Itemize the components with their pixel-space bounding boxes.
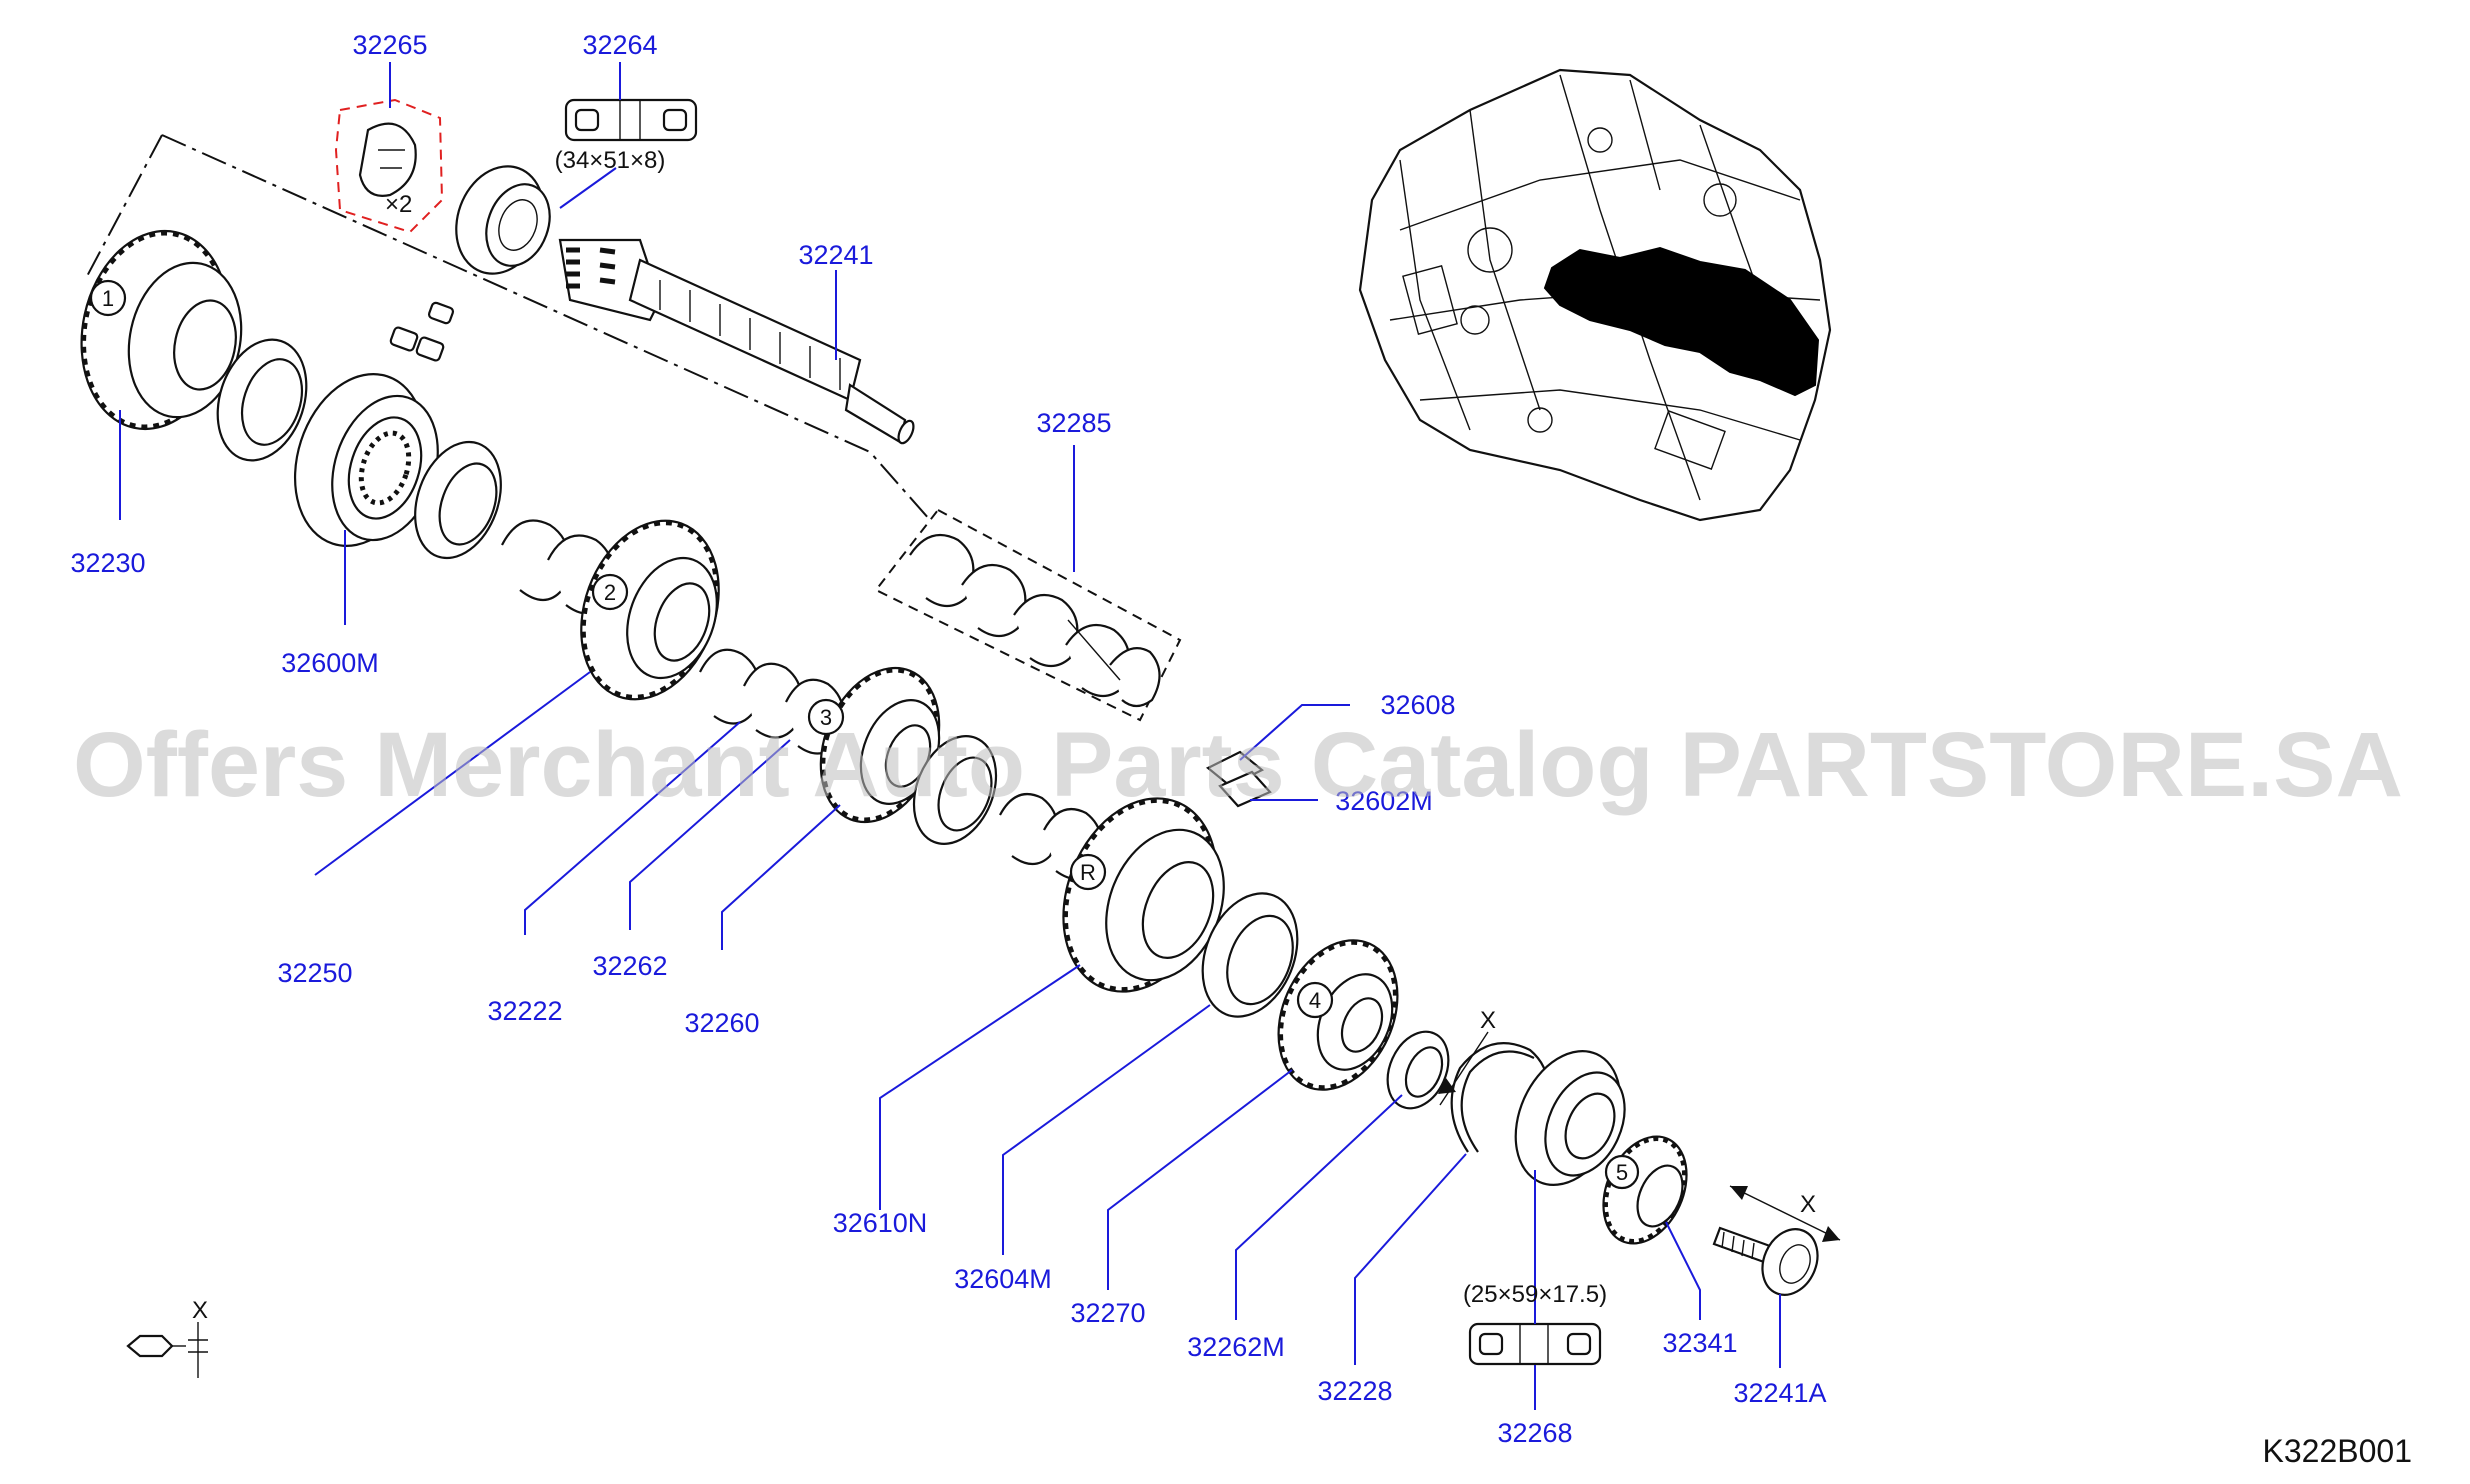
label-32260: 32260	[684, 1008, 759, 1038]
label-32600M: 32600M	[281, 648, 379, 678]
svg-text:3: 3	[820, 705, 832, 730]
legend-x-mark: X	[192, 1297, 208, 1324]
svg-text:5: 5	[1616, 1160, 1628, 1185]
label-32341: 32341	[1662, 1328, 1737, 1358]
baulk-ring-3	[912, 735, 998, 845]
transmission-housing-illustration	[1358, 68, 1832, 522]
shaft-centerline-left	[84, 134, 163, 281]
label-32604M: 32604M	[954, 1264, 1052, 1294]
needle-bearing-r	[999, 793, 1103, 881]
svg-text:4: 4	[1309, 988, 1321, 1013]
label-32222: 32222	[487, 996, 562, 1026]
watermark: Offers Merchant Auto Parts Catalog PARTS…	[73, 714, 2403, 816]
part-32262M-spacer: X	[1386, 1007, 1496, 1110]
label-32610N: 32610N	[833, 1208, 928, 1238]
label-32241A: 32241A	[1733, 1378, 1826, 1408]
part-32285-bearing-kit	[874, 508, 1182, 722]
synchro-ring-1	[216, 338, 308, 462]
label-32228: 32228	[1317, 1376, 1392, 1406]
needle-bearing-3	[699, 648, 845, 755]
label-32230: 32230	[70, 548, 145, 578]
label-32241: 32241	[798, 240, 873, 270]
part-32341-gear: 5	[1602, 1135, 1688, 1245]
label-32608: 32608	[1380, 690, 1455, 720]
part-32265-clip: ×2	[334, 98, 444, 234]
label-32262: 32262	[592, 951, 667, 981]
label-32264: 32264	[582, 30, 657, 60]
label-32265: 32265	[352, 30, 427, 60]
part-labels: 32265 32264 (34×51×8) 32241 32230 32600M…	[70, 30, 1826, 1448]
part-32241-mainshaft	[558, 238, 915, 445]
shaft-centerline	[161, 134, 931, 521]
part-32610N-reverse-gear: R	[1062, 797, 1225, 993]
diagram-code: K322B001	[2263, 1433, 2412, 1469]
baulk-ring-2	[414, 440, 502, 560]
label-32262M: 32262M	[1187, 1332, 1285, 1362]
legend-symbol: X	[126, 1297, 208, 1378]
part-32268-bearing	[1468, 1050, 1626, 1366]
part-32230-gear: 1	[80, 229, 243, 431]
part-32264-bearing	[455, 98, 698, 275]
part-32608-interlock	[1205, 750, 1272, 808]
x-mark-1: X	[1480, 1007, 1496, 1034]
label-32250: 32250	[277, 958, 352, 988]
svg-text:1: 1	[102, 286, 114, 311]
bearing-size-bottom: (25×59×17.5)	[1463, 1281, 1607, 1308]
shifting-inserts	[389, 301, 455, 362]
svg-text:R: R	[1080, 860, 1096, 885]
part-32270-gear: 4	[1277, 939, 1399, 1091]
part-32604M-baulk-ring	[1201, 892, 1299, 1018]
x-mark-2: X	[1800, 1191, 1816, 1218]
label-32268: 32268	[1497, 1418, 1572, 1448]
label-32602M: 32602M	[1335, 786, 1433, 816]
bearing-size-top: (34×51×8)	[555, 147, 666, 174]
svg-text:2: 2	[604, 580, 616, 605]
label-32285: 32285	[1036, 408, 1111, 438]
leader-lines	[119, 62, 1781, 1410]
label-32270: 32270	[1070, 1298, 1145, 1328]
part-32241A-bolt: X	[1712, 1185, 1841, 1296]
part-32250-gear: 2	[580, 519, 720, 701]
part-32600M-hub-sleeve	[293, 373, 439, 547]
quantity-label: ×2	[385, 191, 412, 218]
